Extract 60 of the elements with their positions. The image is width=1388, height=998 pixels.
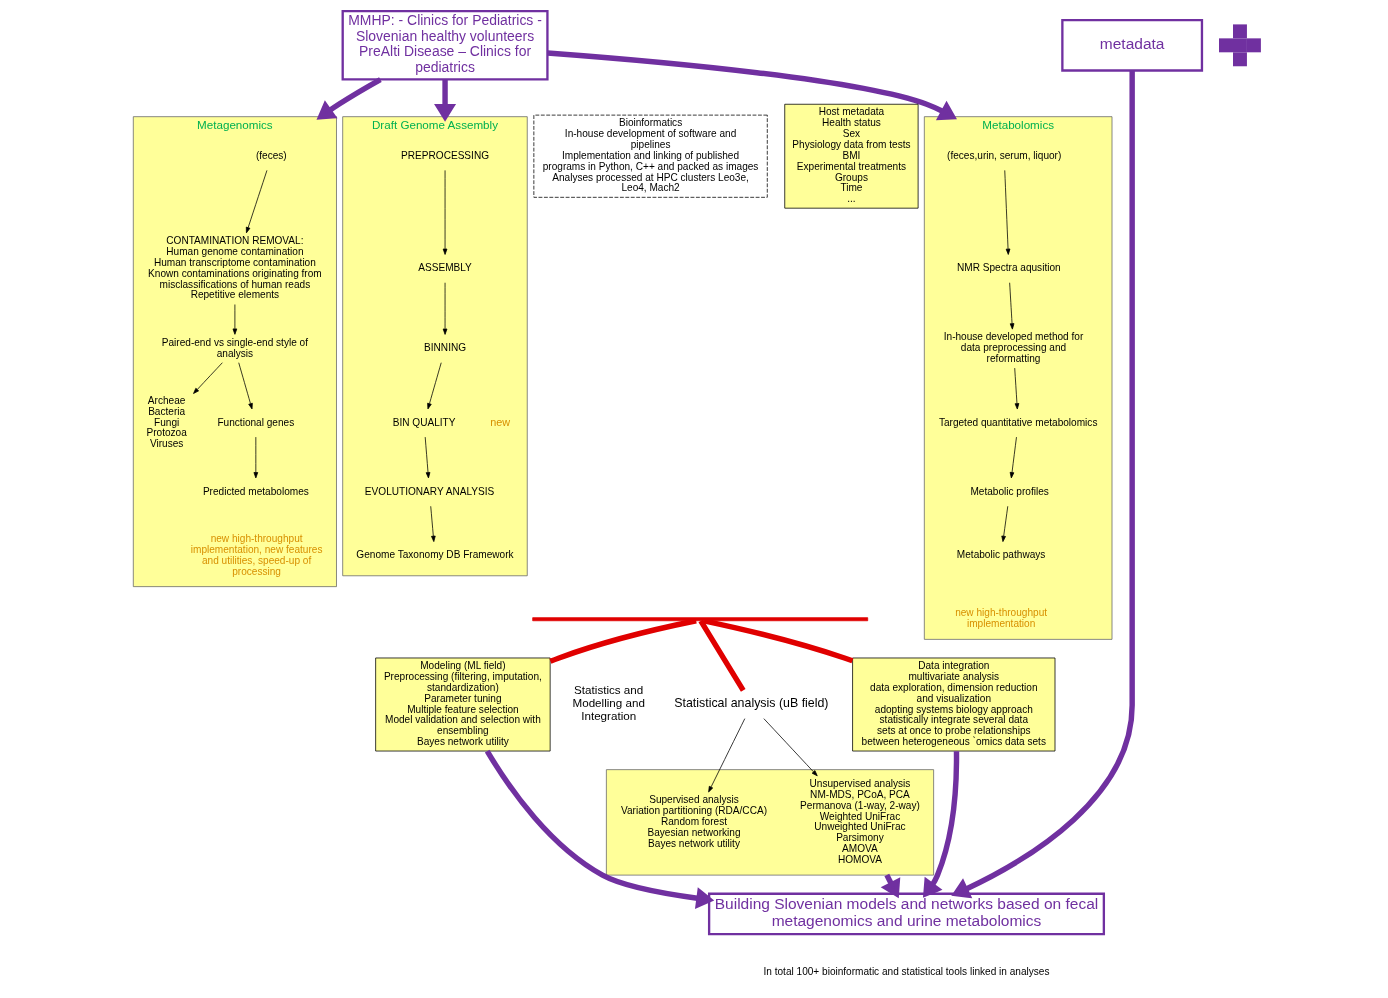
arrow	[430, 505, 436, 542]
node-text: NMR Spectra aqusition	[957, 262, 1061, 274]
arrow	[316, 77, 382, 120]
arrow	[763, 718, 818, 777]
node-box: Host metadata Health status Sex Physiology data from tests BMI Experimental treatments Groups Time ...	[784, 103, 919, 209]
node-box: MMHP: - Clinics for Pediatrics - Slovenian healthy volunteers PreAlti Disease – Clinics for pediatrics	[341, 10, 549, 81]
arrow	[1009, 436, 1017, 479]
arrow	[1001, 505, 1009, 542]
arrow	[193, 362, 223, 394]
connector	[703, 618, 854, 664]
node-text: In-house developed method for data preprocessing and reformatting	[943, 331, 1084, 365]
node-text: Metabolic profiles	[970, 485, 1049, 497]
arrow	[442, 170, 448, 255]
node-text: Supervised analysis Variation partitioning (RDA/CCA) Random forest Bayesian networking Bayes network utility	[621, 794, 767, 849]
node-text: Paired-end vs single-end style of analysis	[161, 336, 309, 359]
connector	[698, 619, 746, 692]
node-text: Unsupervised analysis NM-MDS, PCoA, PCA Permanova (1-way, 2-way) Weighted UniFrac Unweighted UniFrac Parsimony AMOVA HOMOVA	[800, 778, 920, 866]
arrow	[1004, 170, 1011, 255]
label: new	[490, 415, 511, 428]
node-text: Predicted metabolomes	[202, 485, 309, 497]
node-text: (feces)	[255, 149, 287, 161]
node-box: Bioinformatics In-house development of software and pipelines Implementation and linking of published programs in Python, C++ and packed as images Analyses processed at HPC clusters Leo3e, Leo4, Mach2	[533, 114, 768, 198]
label: new high-throughput implementation, new features and utilities, speed-up of processing	[190, 532, 323, 577]
arrow	[232, 304, 238, 335]
arrow	[434, 79, 457, 122]
node-text: ASSEMBLY	[418, 262, 472, 274]
node-text: Metabolic pathways	[956, 549, 1046, 561]
arrow	[1014, 367, 1020, 410]
label: new high-throughput implementation	[955, 607, 1048, 630]
node-bar	[532, 617, 869, 622]
node-text: CONTAMINATION REMOVAL: Human genome contamination Human transcriptome contamination Known contaminations originating from misclassifications of human reads Repetitive elements	[148, 235, 322, 301]
node-text: Functional genes	[217, 416, 295, 428]
node-text: Statistical analysis (uB field)	[674, 696, 829, 711]
label: Statistics and Modelling and Integration	[572, 683, 645, 723]
arrow	[253, 436, 259, 479]
arrow	[547, 50, 957, 121]
node-text: BIN QUALITY	[392, 416, 456, 428]
node-text: Archeae Bacteria Fungi Protozoa Viruses	[146, 394, 187, 450]
node-text: BINNING	[424, 342, 467, 354]
node-text: (feces,urin, serum, liquor)	[947, 149, 1062, 161]
node-text: Genome Taxonomy DB Framework	[356, 549, 514, 561]
node-text: EVOLUTIONARY ANALYSIS	[364, 485, 495, 497]
arrow	[442, 282, 448, 335]
node-box: Data integration multivariate analysis data exploration, dimension reduction and visualization adopting systems biology approach statistically integrate several data sets at once to probe relationships between heterogeneous `omics data sets	[852, 657, 1056, 752]
node-text: Targeted quantitative metabolomics	[938, 416, 1098, 428]
node-box: Building Slovenian models and networks based on fecal metagenomics and urine metabolomics	[707, 892, 1106, 936]
arrow	[245, 170, 268, 234]
arrow	[1009, 282, 1015, 330]
node-box: Modeling (ML field) Preprocessing (filtering, imputation, standardization) Parameter tuning Multiple feature selection Model validation and selection with ensembling Bayes network utility	[375, 657, 551, 752]
node-box: metadata	[1061, 18, 1204, 72]
arrow	[238, 362, 253, 410]
arrow	[922, 751, 960, 898]
arrow	[951, 70, 1135, 899]
connector	[549, 618, 697, 664]
arrow	[708, 718, 746, 793]
arrow	[427, 362, 442, 410]
arrow	[484, 749, 715, 910]
label: In total 100+ bioinformatic and statistical tools linked in analyses	[763, 966, 1050, 978]
arrow	[424, 436, 431, 479]
node-text: PREPROCESSING	[401, 149, 490, 161]
